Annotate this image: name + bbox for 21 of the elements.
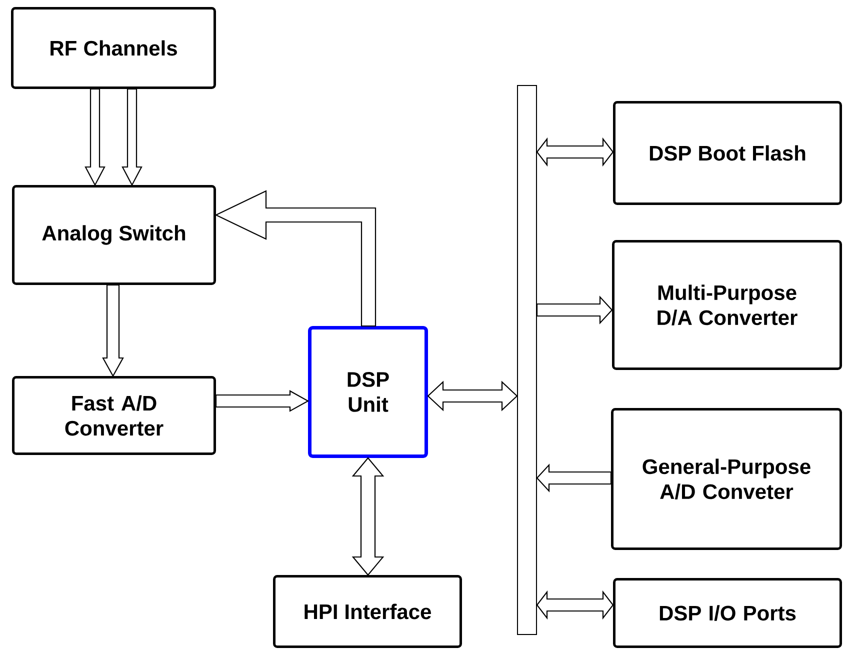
block-arrow	[536, 464, 612, 492]
block-box: HPI Interface	[273, 575, 462, 648]
block-arrow	[84, 88, 106, 186]
block-box: General-Purpose A/D Conveter	[611, 408, 842, 550]
block-arrow	[215, 390, 310, 412]
block-arrow	[536, 137, 614, 167]
block-arrow	[536, 590, 614, 620]
block-box: DSP I/O Ports	[613, 578, 842, 648]
block-arrow	[102, 284, 124, 378]
block-arrow	[352, 457, 384, 576]
block-arrow	[214, 190, 376, 327]
block-box: DSP Boot Flash	[613, 101, 842, 205]
dsp-unit-box: DSP Unit	[308, 326, 428, 458]
block-box: Fast A/D Converter	[12, 376, 216, 455]
block-box: RF Channels	[11, 7, 216, 89]
block-box: Multi-Purpose D/A Converter	[612, 240, 842, 370]
bus-bar	[517, 85, 537, 635]
block-arrow	[427, 380, 518, 412]
block-box: Analog Switch	[12, 185, 216, 285]
block-arrow	[536, 296, 613, 324]
block-arrow	[122, 88, 142, 186]
